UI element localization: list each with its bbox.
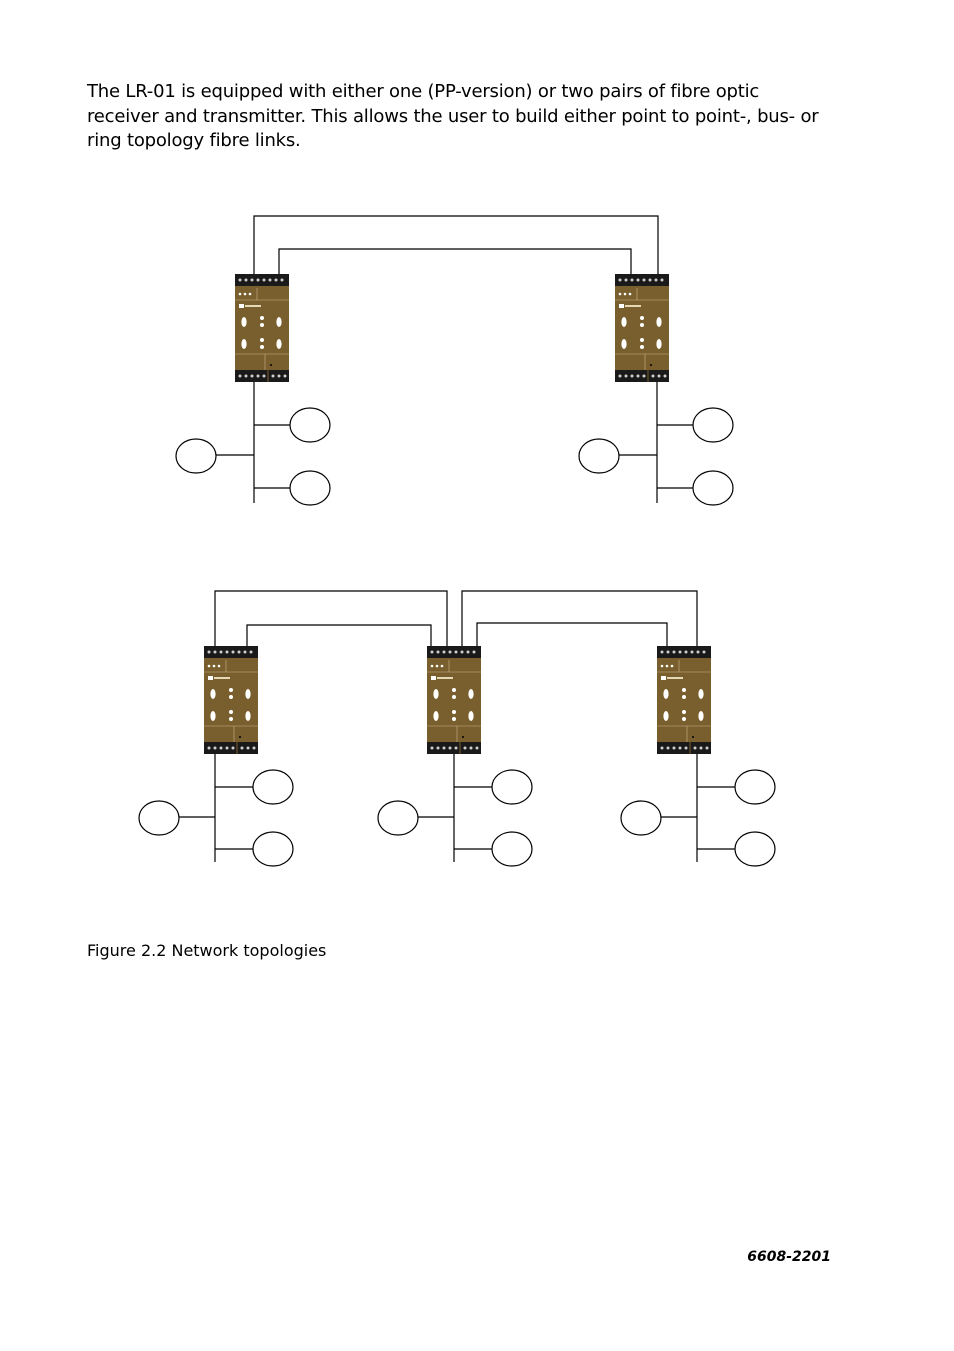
document-number: 6608-2201 (747, 1249, 831, 1265)
intro-paragraph: The LR-01 is equipped with either one (P… (87, 81, 819, 151)
fibre-link-outer (253, 215, 659, 274)
figure-caption: Figure 2.2 Network topologies (87, 941, 327, 960)
bus-node (692, 470, 734, 506)
bus-node (491, 831, 533, 867)
bus-node (289, 470, 331, 506)
fibre-link-inner-right (476, 622, 668, 646)
local-bus-1 (138, 754, 294, 867)
bus-node (578, 438, 620, 474)
bus-node (491, 769, 533, 805)
bus-node (252, 769, 294, 805)
bus-node (692, 407, 734, 443)
bus-node (620, 800, 662, 836)
bus-node (289, 407, 331, 443)
bus-node (138, 800, 180, 836)
lr01-module (426, 645, 482, 755)
lr01-module (656, 645, 712, 755)
fibre-link-inner-left (246, 624, 432, 646)
fibre-link-inner (278, 248, 632, 274)
local-bus-2 (377, 754, 533, 867)
lr01-module (234, 273, 290, 383)
bus-node (734, 769, 776, 805)
local-bus-right (578, 382, 734, 506)
lr01-module (614, 273, 670, 383)
fibre-link-outer-right (461, 590, 698, 646)
bus-topology (214, 590, 698, 646)
local-bus-left (175, 382, 331, 506)
local-bus-3 (620, 754, 776, 867)
lr01-module (203, 645, 259, 755)
bus-node (734, 831, 776, 867)
point-to-point-topology (253, 215, 659, 274)
bus-node (175, 438, 217, 474)
bus-node (377, 800, 419, 836)
fibre-link-outer-left (214, 590, 448, 646)
bus-node (252, 831, 294, 867)
